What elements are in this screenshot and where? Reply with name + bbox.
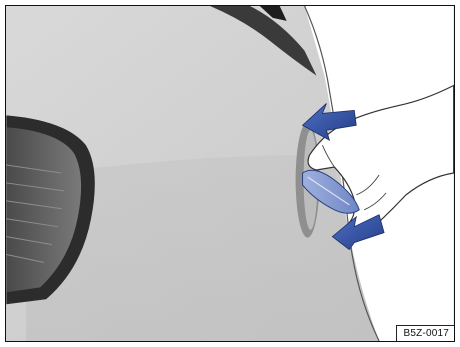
figure-code: B5Z-0017 <box>396 325 454 341</box>
car-tailgate-illustration <box>6 6 454 341</box>
illustration-frame: B5Z-0017 <box>5 5 455 342</box>
